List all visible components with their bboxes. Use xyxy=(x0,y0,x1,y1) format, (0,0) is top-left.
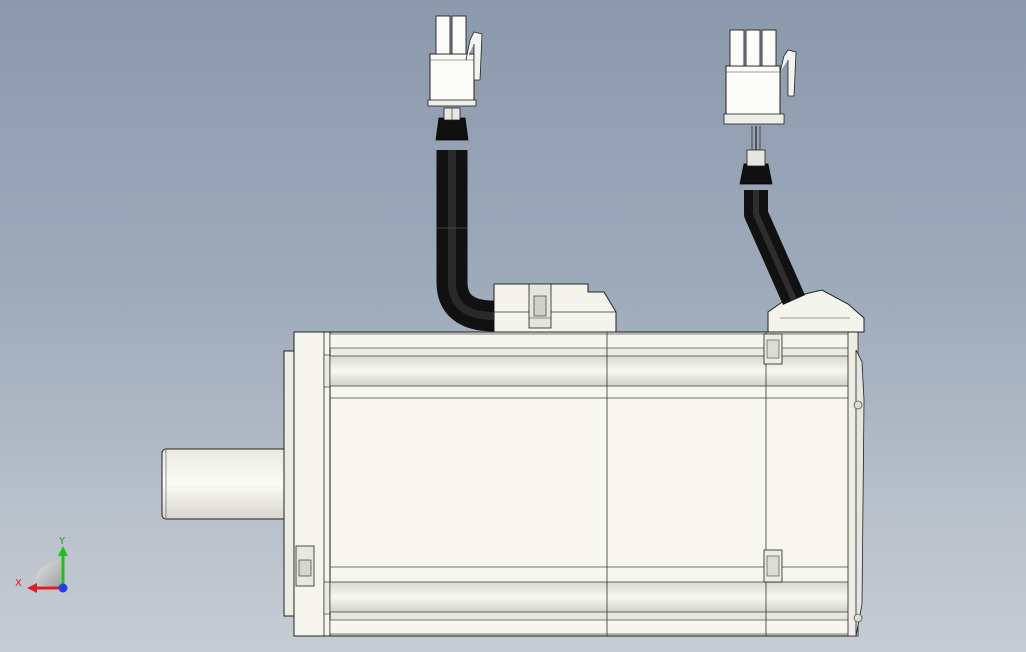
triad-y-label: Y xyxy=(58,536,66,547)
power-cable[interactable] xyxy=(739,126,805,305)
encoder-cable[interactable] xyxy=(435,107,495,332)
power-connector[interactable] xyxy=(723,29,797,125)
front-flange[interactable] xyxy=(283,331,332,637)
motor-body[interactable] xyxy=(329,331,857,637)
rear-cover[interactable] xyxy=(847,331,865,637)
reference-triad: Y X xyxy=(15,536,68,593)
encoder-connector[interactable] xyxy=(427,15,483,107)
z-axis-dot xyxy=(58,583,68,593)
triad-x-label: X xyxy=(15,578,22,589)
encoder-cable-boss[interactable] xyxy=(493,283,617,333)
output-shaft[interactable] xyxy=(161,448,289,520)
